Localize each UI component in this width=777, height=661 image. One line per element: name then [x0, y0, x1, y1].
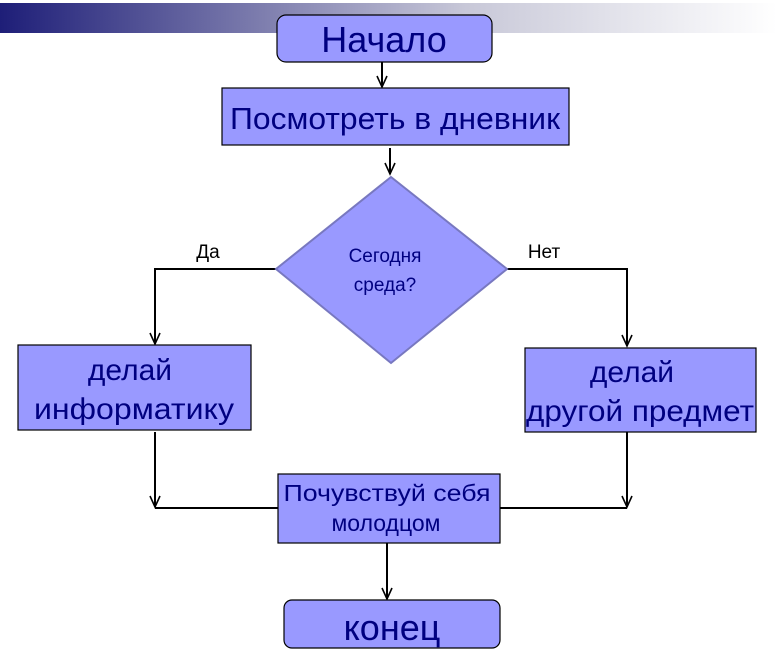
do-informatics-line2: информатику: [34, 393, 234, 426]
node-start-label: Начало: [321, 19, 446, 60]
node-end: конец: [283, 599, 501, 649]
node-do-informatics: делай информатику: [17, 344, 252, 431]
feel-good-line1: Почувствуй себя: [284, 480, 491, 506]
decision-line2: среда?: [354, 275, 416, 296]
do-other-line2: другой предмет: [526, 395, 754, 428]
do-informatics-line1: делай: [88, 354, 172, 387]
do-other-line1: делай: [590, 356, 674, 389]
arrow-no: [507, 268, 628, 346]
connectors: [149, 62, 633, 601]
node-feel-good: Почувствуй себя молодцом: [277, 473, 501, 544]
yes-label: Да: [196, 242, 220, 263]
node-end-label: конец: [344, 607, 441, 648]
node-decision: Сегодня среда?: [274, 175, 509, 365]
node-check-diary-label: Посмотреть в дневник: [230, 101, 560, 136]
node-check-diary: Посмотреть в дневник: [221, 87, 570, 146]
arrow-yes: [154, 268, 276, 344]
node-start: Начало: [276, 14, 493, 63]
decision-line1: Сегодня: [349, 246, 422, 267]
no-label: Нет: [528, 242, 561, 263]
node-do-other: делай другой предмет: [524, 347, 757, 433]
feel-good-line2: молодцом: [331, 510, 440, 536]
